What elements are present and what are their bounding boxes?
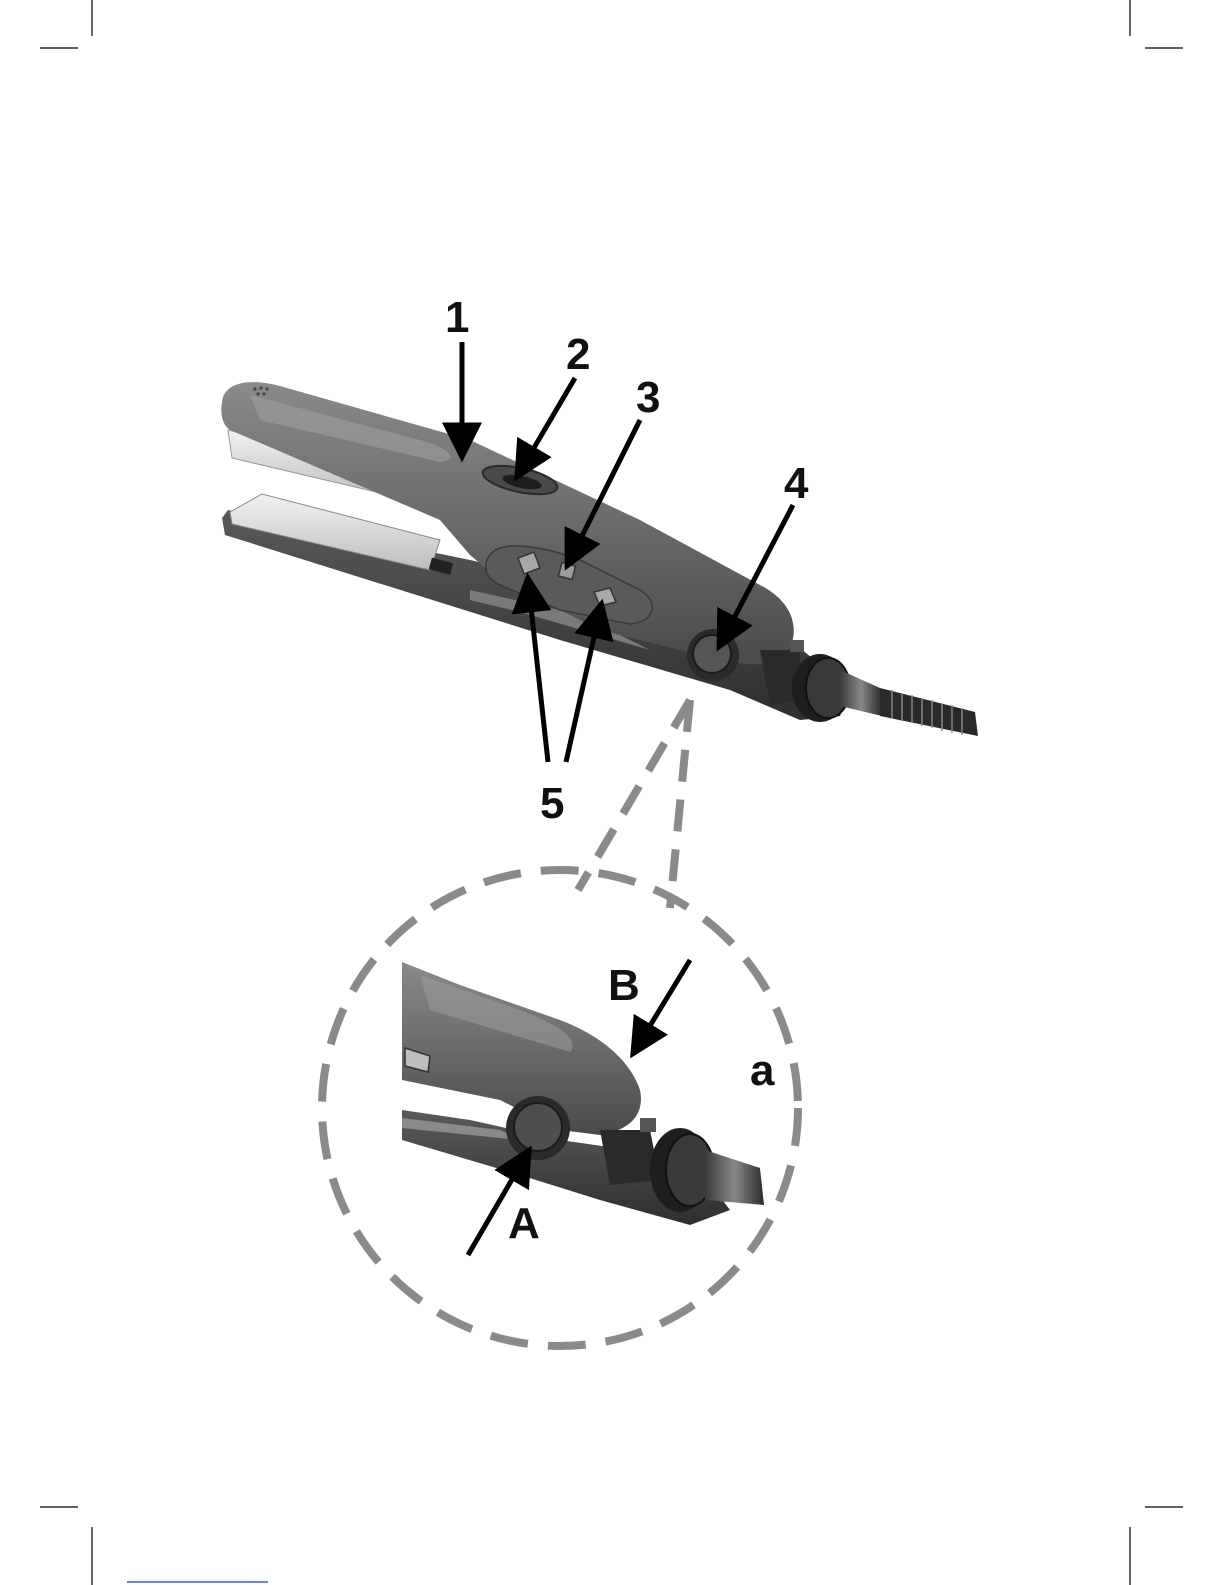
callout-A: A [508,1199,540,1248]
callout-a: a [750,1046,775,1095]
straightener [221,382,978,736]
callout-2: 2 [566,330,590,379]
callout-4: 4 [784,459,809,508]
callout-1: 1 [445,293,469,342]
indicator-light [558,562,575,579]
crop-marks [40,0,1183,1585]
callout-5: 5 [540,779,564,828]
zoom-connector [578,700,690,908]
power-cord-sleeve [880,688,978,736]
callout-3: 3 [636,373,660,422]
detail-view [402,962,764,1225]
callout-B: B [608,961,640,1010]
